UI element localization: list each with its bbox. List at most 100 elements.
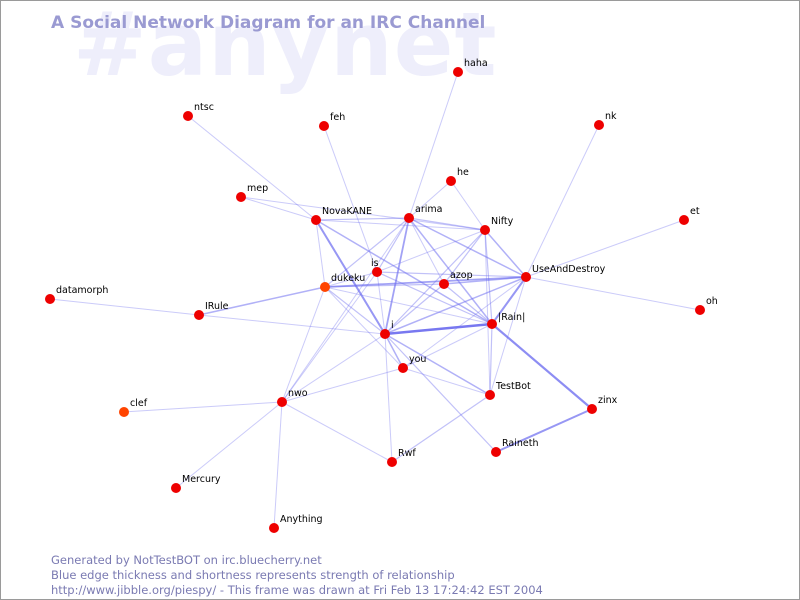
- edge-nwo-mercury: [175, 401, 283, 489]
- node-feh[interactable]: [319, 121, 329, 131]
- node-label-et: et: [690, 206, 700, 217]
- node-testbot[interactable]: [485, 390, 495, 400]
- node-label-i: i: [391, 320, 394, 331]
- edge-useanddestroy-i: [384, 276, 527, 335]
- edge-nifty-azop: [443, 229, 486, 285]
- node-he[interactable]: [446, 176, 456, 186]
- edge-nifty-testbot: [484, 229, 491, 396]
- node-label-azop: azop: [450, 270, 473, 281]
- edge-novakane-nifty: [315, 219, 486, 231]
- edge-is-rain: [376, 271, 493, 325]
- node-rain[interactable]: [487, 319, 497, 329]
- node-nwo[interactable]: [277, 397, 287, 407]
- node-label-arima: arima: [415, 204, 442, 215]
- edge-nwo-clef: [123, 401, 283, 413]
- node-label-testbot: TestBot: [495, 381, 531, 392]
- edge-layer: [49, 71, 701, 529]
- edge-arima-nwo: [281, 217, 410, 403]
- edge-arima-useanddestroy: [408, 217, 527, 278]
- edge-haha-arima: [408, 71, 459, 219]
- edge-datamorph-irule: [49, 298, 200, 316]
- node-i[interactable]: [380, 329, 390, 339]
- node-label-anything: Anything: [280, 514, 323, 525]
- node-azop[interactable]: [439, 279, 449, 289]
- node-is[interactable]: [372, 267, 382, 277]
- edge-i-rain: [384, 322, 493, 336]
- edge-novakane-rain: [315, 219, 493, 325]
- node-novakane[interactable]: [311, 215, 321, 225]
- node-useanddestroy[interactable]: [521, 272, 531, 282]
- edge-you-testbot: [402, 367, 491, 396]
- edge-arima-dukeku: [324, 217, 410, 288]
- edge-nifty-rain: [484, 229, 493, 325]
- node-label-he: he: [457, 167, 469, 178]
- edge-nwo-anything: [273, 401, 283, 529]
- node-label-nk: nk: [605, 111, 617, 122]
- edge-novakane-arima: [315, 217, 410, 221]
- node-zinx[interactable]: [587, 404, 597, 414]
- node-nk[interactable]: [594, 120, 604, 130]
- node-label-nifty: Nifty: [491, 216, 514, 227]
- node-label-you: you: [409, 354, 426, 365]
- edge-he-arima: [408, 180, 452, 219]
- page-title: A Social Network Diagram for an IRC Chan…: [51, 13, 486, 33]
- edge-nwo-rwf: [281, 401, 393, 463]
- node-ntsc[interactable]: [183, 111, 193, 121]
- node-clef[interactable]: [119, 407, 129, 417]
- edge-dukeku-azop: [324, 283, 445, 288]
- edge-novakane-i: [315, 219, 386, 335]
- node-label-novakane: NovaKANE: [322, 206, 372, 217]
- edge-dukeku-you: [324, 286, 404, 369]
- node-dukeku[interactable]: [320, 282, 330, 292]
- footer-legend-note: Blue edge thickness and shortness repres…: [51, 568, 455, 582]
- edge-azop-rain: [443, 283, 493, 325]
- channel-watermark: #anynet: [73, 0, 498, 96]
- node-label-rain: |Rain|: [498, 312, 525, 323]
- node-label-raineth: Raineth: [502, 438, 538, 449]
- node-label-rwf: Rwf: [398, 448, 416, 459]
- node-you[interactable]: [398, 363, 408, 373]
- node-haha[interactable]: [453, 67, 463, 77]
- edge-dukeku-nwo: [281, 286, 326, 403]
- node-rwf[interactable]: [387, 457, 397, 467]
- edge-you-nwo: [281, 367, 404, 403]
- node-oh[interactable]: [695, 305, 705, 315]
- node-raineth[interactable]: [491, 447, 501, 457]
- node-et[interactable]: [679, 215, 689, 225]
- edge-irule-i: [198, 314, 386, 335]
- node-arima[interactable]: [404, 213, 414, 223]
- node-label-is: is: [371, 258, 379, 269]
- edge-mep-nifty: [240, 196, 486, 231]
- node-irule[interactable]: [194, 310, 204, 320]
- node-nifty[interactable]: [480, 225, 490, 235]
- footer-generated-by: Generated by NotTestBOT on irc.bluecherr…: [51, 553, 322, 567]
- edge-arima-rain: [408, 217, 493, 325]
- edge-dukeku-irule: [198, 286, 326, 316]
- node-label-ntsc: ntsc: [194, 102, 214, 113]
- edge-nk-useanddestroy: [525, 124, 600, 278]
- node-label-mercury: Mercury: [182, 474, 221, 485]
- edge-dukeku-useanddestroy: [324, 276, 527, 288]
- node-mercury[interactable]: [171, 483, 181, 493]
- edge-is-useanddestroy: [376, 271, 527, 278]
- edge-rain-zinx: [491, 323, 593, 410]
- node-label-dukeku: dukeku: [331, 273, 365, 284]
- footer: Generated by NotTestBOT on irc.bluecherr…: [51, 553, 543, 598]
- edge-dukeku-rain: [324, 286, 493, 325]
- node-anything[interactable]: [269, 523, 279, 533]
- node-label-zinx: zinx: [598, 395, 618, 406]
- node-mep[interactable]: [236, 192, 246, 202]
- node-label-datamorph: datamorph: [56, 285, 108, 296]
- node-label-haha: haha: [464, 58, 488, 69]
- edge-rain-you: [402, 323, 493, 369]
- node-label-oh: oh: [706, 296, 718, 307]
- footer-timestamp-link: http://www.jibble.org/piespy/ - This fra…: [51, 583, 543, 597]
- edge-dukeku-i: [324, 286, 386, 335]
- edge-i-you: [384, 333, 404, 369]
- node-label-useanddestroy: UseAndDestroy: [532, 264, 606, 275]
- node-datamorph[interactable]: [45, 294, 55, 304]
- edge-mep-novakane: [240, 196, 317, 221]
